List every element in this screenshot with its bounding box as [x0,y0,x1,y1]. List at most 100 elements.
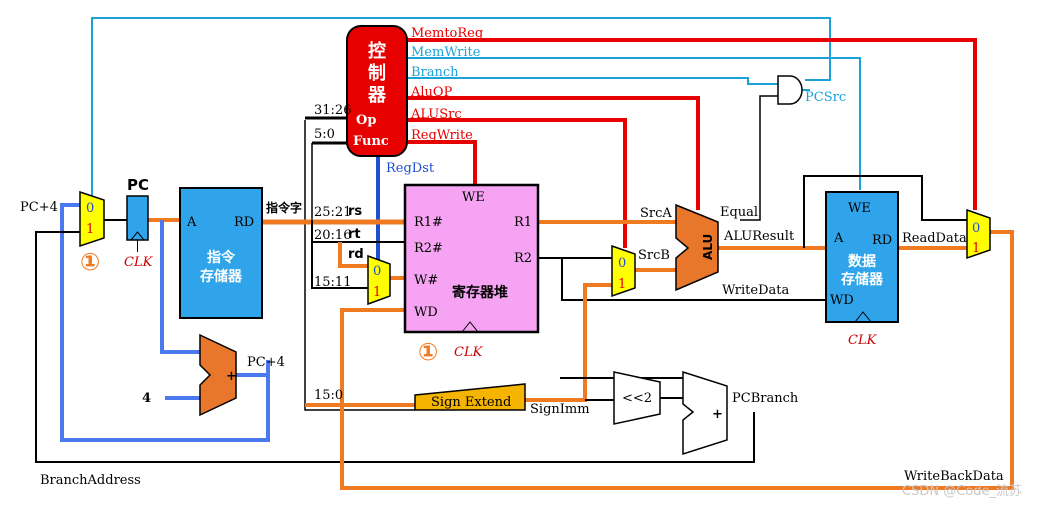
label-memtoreg: MemtoReg [411,26,483,41]
sign-extend [414,383,526,411]
regfile-we: WE [462,190,485,205]
label-four: 4 [142,391,151,406]
label-pc-plus4-adder: PC+4 [247,355,285,370]
wire-writeback [340,230,1014,490]
alusrc-mux-1: 1 [618,277,626,292]
wire-alusrc [408,118,627,248]
regdst-mux: 0 1 [367,254,391,306]
label-rs-bits: 25:21 [314,205,351,220]
label-bits-5-0: 5:0 [314,127,335,142]
label-rt-bits: 20:16 [314,228,351,243]
label-rs: rs [348,204,362,219]
label-bits-31-26: 31:26 [314,103,351,118]
regfile-r1-in: R1# [414,215,443,230]
label-signimm: SignImm [530,402,590,417]
regdst-mux-0: 0 [373,264,381,279]
dmem-rd: RD [872,233,892,248]
imem-a: A [186,215,197,230]
wire-branch-top-cyan [91,17,831,196]
label-pc-clk: CLK [124,255,154,270]
sign-extend-label: Sign Extend [431,395,511,410]
pc-adder-plus: + [226,369,237,384]
dmem-a: A [833,231,844,246]
memtoreg-mux: 0 1 [966,208,991,260]
label-readdata: ReadData [902,231,967,246]
and-gate [777,75,803,105]
wire-equal [740,95,778,221]
wire-branch-address [35,231,755,463]
label-alusrc: ALUSrc [410,107,462,122]
imem-name-1: 指令 [207,249,236,266]
control-title-3: 器 [367,85,387,106]
wires [35,17,1014,490]
label-branch-address: BranchAddress [40,473,141,488]
alu-name: ALU [701,234,715,260]
label-writedata: WriteData [722,283,789,298]
pc-mux-1: 1 [86,222,94,237]
dmem-name-1: 数据 [848,253,876,270]
branch-adder-plus: + [712,407,723,422]
label-regdst: RegDst [386,161,435,176]
wire-memtoreg [408,38,977,210]
data-memory [825,191,899,323]
control-title-1: 控 [368,40,386,62]
watermark: CSDN @Code_流苏 [902,483,1022,499]
memtoreg-mux-0: 0 [972,221,980,236]
label-regwrite: RegWrite [411,128,473,143]
dmem-clk: CLK [848,333,878,348]
circle-1-regfile: ① [418,338,438,366]
label-pc: PC [127,176,149,194]
label-imm-bits: 15:0 [314,388,343,403]
control-op: Op [356,113,376,128]
wire-alu-to-mux [803,175,967,248]
label-writeback: WriteBackData [904,469,1004,484]
label-aluop: AluOP [410,85,453,100]
label-instr-word: 指令字 [266,200,302,215]
regdst-mux-1: 1 [373,285,381,300]
regfile-wd: WD [414,305,438,320]
control-title-2: 制 [368,63,386,84]
label-equal: Equal [720,205,758,220]
label-rd: rd [348,247,364,262]
label-memwrite: MemWrite [411,45,481,60]
pc-register [126,195,149,252]
control-func: Func [353,134,389,149]
regfile-name: 寄存器堆 [452,284,508,301]
alusrc-mux-0: 0 [618,256,626,271]
regfile-w-in: W# [414,273,438,288]
wire-regwrite [408,140,477,185]
wire-pc-plus4-blue [60,203,270,442]
label-srca: SrcA [640,206,672,221]
regfile-r1-out: R1 [514,215,532,230]
wire-op-field [304,120,415,411]
branch-adder: + [682,370,728,456]
wire-signimm [525,283,612,402]
wire-rt-mux [338,242,368,268]
label-srcb: SrcB [638,248,670,263]
memtoreg-mux-1: 1 [972,241,980,256]
regfile-r2-out: R2 [514,251,532,266]
label-rt: rt [348,227,361,242]
alusrc-mux: 0 1 [611,244,636,298]
regfile-clk: CLK [454,345,484,360]
label-aluresult: ALUResult [723,229,795,244]
pc-mux: 0 1 [79,190,105,248]
label-rd-bits: 15:11 [314,275,351,290]
label-pc-plus4-left: PC+4 [20,200,58,215]
dmem-we: WE [848,201,871,216]
dmem-name-2: 存储器 [841,271,884,288]
wire-branch [408,77,778,85]
shift-label: <<2 [622,391,652,406]
imem-name-2: 存储器 [200,268,243,285]
instruction-memory [179,187,263,319]
register-file [403,183,540,334]
label-branch: Branch [411,65,459,80]
wire-rd [311,220,368,289]
pc-adder: + [199,333,237,417]
pc-mux-0: 0 [86,201,94,216]
control-unit: 控 制 器 Op Func [346,25,408,157]
circle-1-pc: ① [80,248,100,276]
alu: ALU [675,203,719,292]
wire-aluop [408,96,700,210]
